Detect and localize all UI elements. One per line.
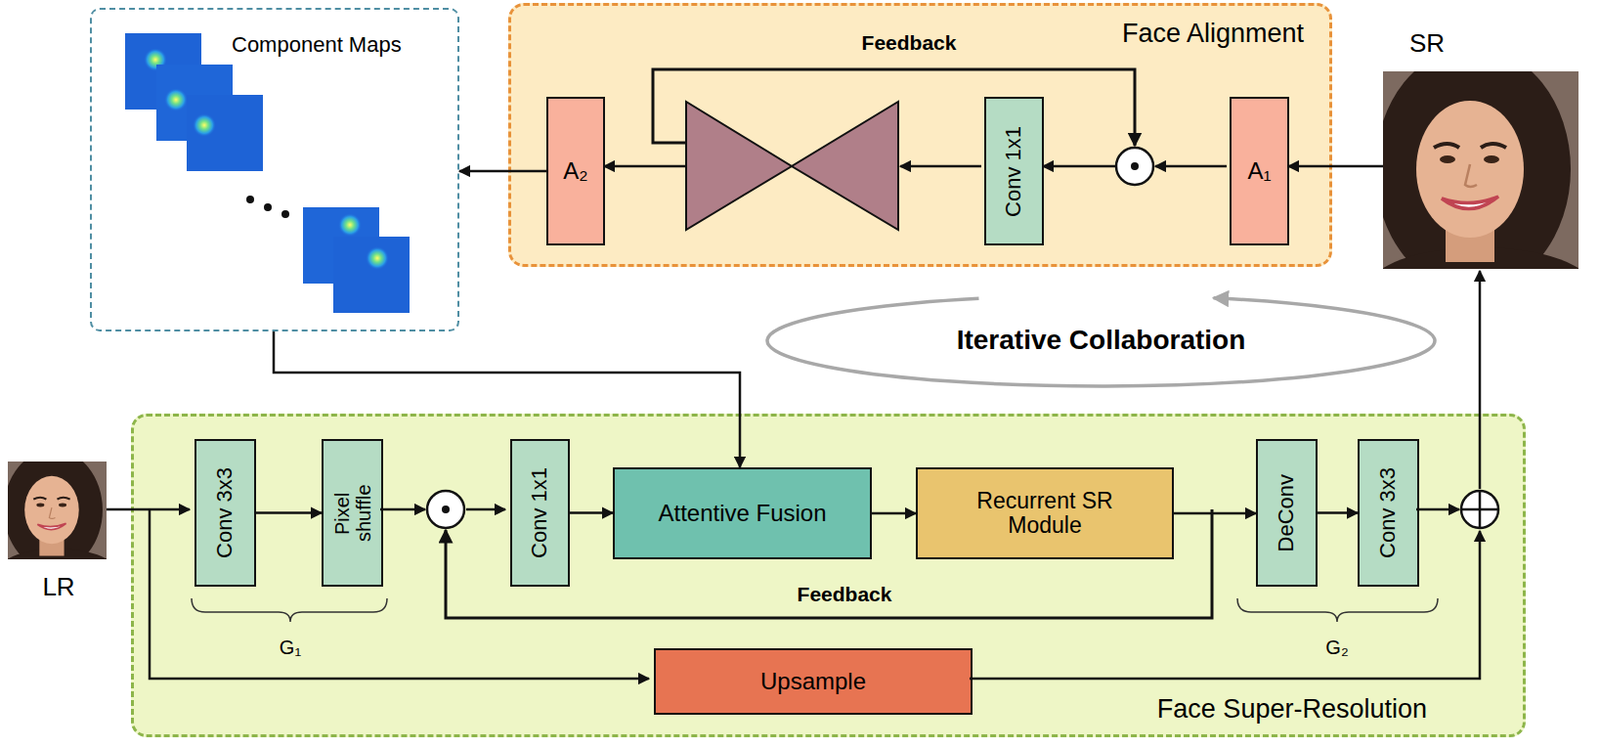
conv-block: Conv 3x3 bbox=[1357, 438, 1420, 587]
heatmap-tile bbox=[125, 33, 202, 110]
op-circle bbox=[427, 490, 465, 528]
wires bbox=[106, 69, 1480, 679]
group-title: Face Super-Resolution bbox=[1157, 694, 1428, 725]
wire bbox=[1478, 270, 1482, 489]
pixel-shuffle-block: Pixel shuffle bbox=[321, 438, 384, 587]
alignment-block: A₁ bbox=[1229, 96, 1290, 246]
wire bbox=[900, 165, 982, 169]
conv-block: Conv 1x1 bbox=[984, 96, 1044, 246]
block-label: A₂ bbox=[562, 158, 588, 184]
loop-label: Iterative Collaboration bbox=[956, 325, 1247, 356]
deconv-block: DeConv bbox=[1255, 438, 1318, 587]
op-circle bbox=[1461, 490, 1499, 528]
wire bbox=[604, 165, 687, 169]
flow-arrow bbox=[459, 170, 547, 173]
wire bbox=[106, 508, 190, 512]
bracket bbox=[191, 598, 388, 622]
loop-arc bbox=[767, 298, 1435, 387]
op-dot bbox=[1130, 162, 1139, 171]
upsample-block: Upsample bbox=[653, 648, 973, 715]
op-circle bbox=[1116, 147, 1154, 185]
heatmap-peak bbox=[338, 213, 362, 237]
recurrent-sr-block: Recurrent SR Module bbox=[915, 467, 1174, 560]
wire bbox=[1042, 165, 1117, 169]
flow-arrow bbox=[871, 512, 916, 516]
ellipsis-dot bbox=[281, 210, 290, 218]
flow-arrow bbox=[1317, 511, 1358, 515]
heatmap-peak bbox=[164, 87, 188, 112]
wire bbox=[1155, 165, 1227, 169]
add-op bbox=[1461, 490, 1499, 528]
block-label: A₁ bbox=[1247, 158, 1271, 184]
block-label: Pixel shuffle bbox=[331, 469, 375, 558]
block-label: DeConv bbox=[1274, 474, 1298, 552]
block-label: Conv 3x3 bbox=[213, 467, 237, 559]
face-super-resolution-band: Face Super-Resolution Conv 3x3 Pixel shuff… bbox=[130, 413, 1526, 737]
alignment-block: A₂ bbox=[546, 96, 606, 246]
group-title: Component Maps bbox=[231, 33, 402, 57]
sr-face-image bbox=[1368, 46, 1594, 330]
heatmap-tile bbox=[156, 64, 233, 141]
attentive-fusion-block: Attentive Fusion bbox=[612, 467, 872, 560]
heatmap-peak bbox=[143, 47, 168, 72]
flow-arrow bbox=[1173, 512, 1256, 516]
block-label: Conv 1x1 bbox=[527, 467, 552, 559]
ellipsis-dot bbox=[246, 195, 255, 204]
block-label: Conv 3x3 bbox=[1376, 467, 1400, 559]
op-dot bbox=[441, 505, 450, 514]
ellipsis-dot bbox=[263, 203, 272, 212]
group-brackets bbox=[191, 598, 1438, 622]
wire bbox=[466, 508, 506, 512]
block-label: Recurrent SR Module bbox=[961, 488, 1128, 539]
heatmap-tile bbox=[302, 207, 380, 284]
feedback-wire bbox=[652, 69, 1135, 146]
heatmap-stack bbox=[125, 33, 410, 313]
multiply-op bbox=[1116, 147, 1154, 185]
wire bbox=[1416, 508, 1460, 512]
bracket bbox=[1237, 598, 1438, 622]
heatmap-tile bbox=[333, 236, 410, 313]
heatmap-peak bbox=[365, 246, 390, 270]
flow-arrow bbox=[256, 511, 322, 515]
collaboration-loop: Iterative Collaboration bbox=[765, 293, 1437, 389]
output-label: SR bbox=[1409, 29, 1445, 58]
input-label: LR bbox=[42, 572, 75, 602]
feedback-wire bbox=[445, 509, 1212, 618]
multiply-op bbox=[427, 490, 465, 528]
block-label: Upsample bbox=[760, 668, 866, 694]
flow-arrow bbox=[569, 511, 613, 515]
lr-face-image bbox=[0, 449, 114, 590]
heatmap-peak bbox=[192, 113, 217, 137]
wire bbox=[1288, 165, 1384, 169]
block-label: Attentive Fusion bbox=[657, 500, 826, 526]
op-cross bbox=[1461, 490, 1499, 528]
flow-arrow bbox=[273, 331, 740, 468]
wire bbox=[380, 508, 426, 512]
hourglass-decoder bbox=[791, 101, 899, 230]
face-alignment-band: Face AlignmentA₂ Conv 1x1 A₁ bbox=[508, 2, 1333, 267]
component-maps-box: Component Maps bbox=[89, 7, 460, 332]
conv-block: Conv 3x3 bbox=[194, 438, 257, 587]
wire bbox=[969, 530, 1480, 679]
group-title: Face Alignment bbox=[1122, 19, 1304, 49]
block-label: Conv 1x1 bbox=[1001, 126, 1026, 217]
hourglass-encoder bbox=[686, 101, 792, 230]
wire bbox=[149, 509, 649, 679]
hourglass-network bbox=[686, 101, 899, 230]
heatmap-tile bbox=[186, 94, 263, 172]
conv-block: Conv 1x1 bbox=[510, 438, 570, 587]
